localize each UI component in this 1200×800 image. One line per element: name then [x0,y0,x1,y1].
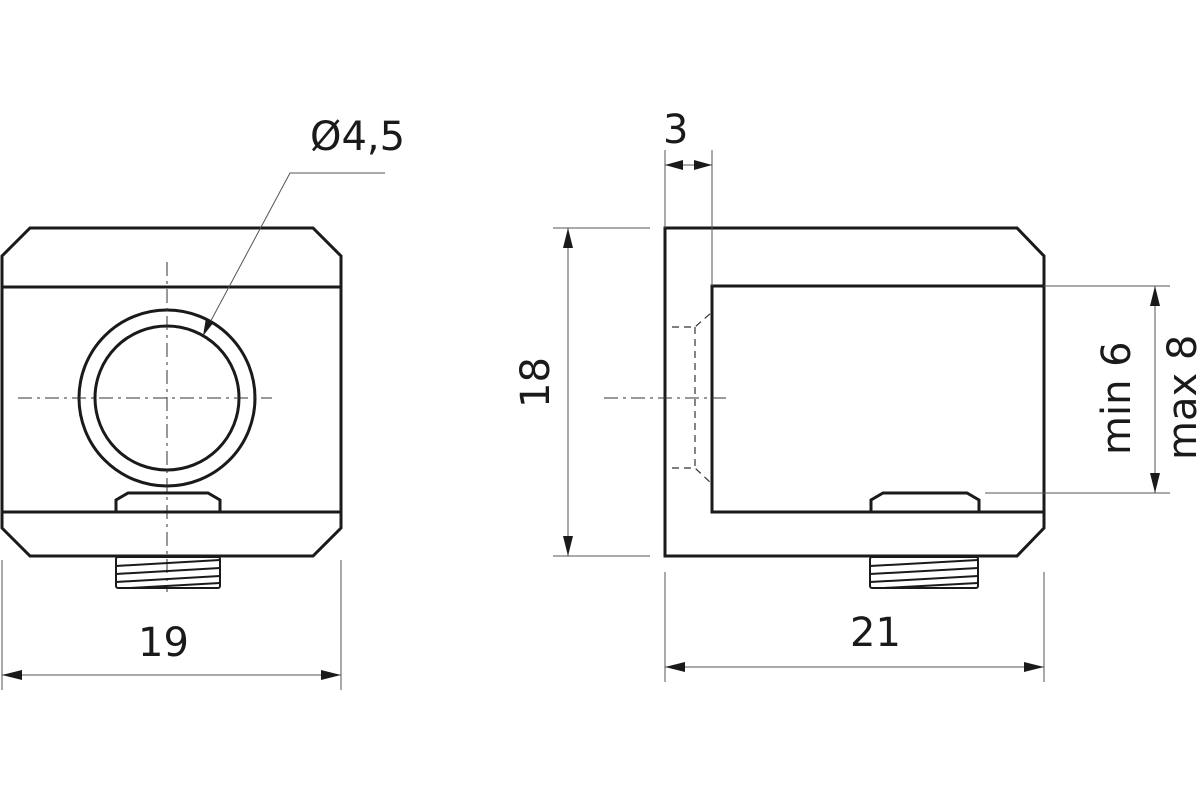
slot-arrow-top [1150,286,1160,306]
side-screw-head [869,491,981,514]
diameter-leader-arrowhead [203,318,214,336]
front-screw-head [114,491,222,514]
height-arrow-top [563,228,573,248]
wall-arrow-left [665,160,683,170]
side-body-outline [663,226,1046,558]
side-view: 3 18 21 min 6 max 8 [513,107,1200,682]
front-width-arrow-left [2,670,22,680]
height-label: 18 [513,357,559,408]
length-label: 21 [850,610,901,656]
slot-max-label: max 8 [1160,335,1200,460]
slot-min-label: min 6 [1094,341,1140,455]
side-slot-outline [710,284,1044,514]
side-hidden-hole-lines-bottom [672,467,713,485]
diameter-leader-line [206,172,385,329]
hole-diameter-label: Ø4,5 [310,114,405,160]
slot-arrow-bottom [1150,473,1160,493]
front-width-arrow-right [321,670,341,680]
wall-thickness-label: 3 [663,107,688,153]
front-body-outline [0,226,343,558]
height-arrow-bottom [563,536,573,556]
front-view: Ø4,5 19 [0,114,405,690]
front-threaded-screw [115,556,221,589]
side-threaded-screw [869,556,979,589]
length-arrow-right [1024,662,1044,672]
wall-arrow-right [694,160,712,170]
length-arrow-left [665,662,685,672]
side-hidden-hole-lines [672,311,713,328]
front-width-label: 19 [138,620,189,666]
